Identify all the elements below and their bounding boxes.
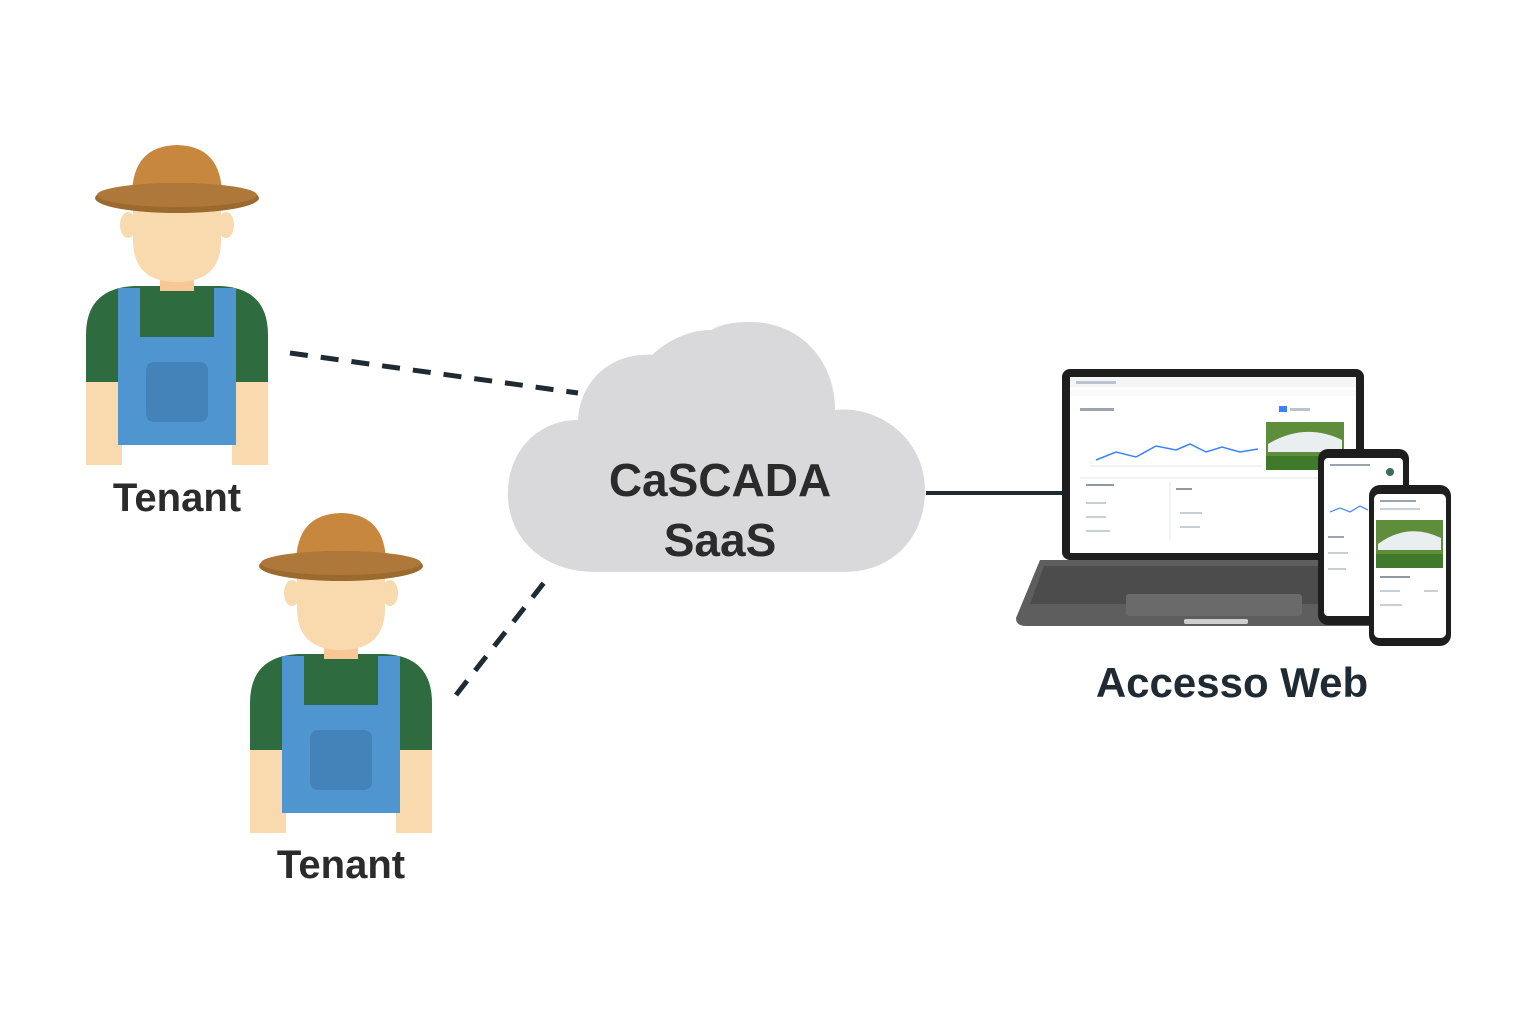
tenant-1-label: Tenant — [113, 476, 241, 520]
tenant-1-farmer-icon — [86, 145, 268, 465]
tenant-2-farmer-icon — [250, 513, 432, 833]
web-access-label: Accesso Web — [1096, 659, 1368, 706]
tenant-2-label: Tenant — [277, 843, 405, 887]
cloud-title-line2: SaaS — [664, 514, 777, 566]
cloud-icon — [507, 322, 925, 572]
tenant-2-connector — [454, 573, 552, 697]
phone-icon-small — [1369, 485, 1451, 646]
tenant-1-connector — [289, 350, 579, 396]
laptop-icon — [1016, 369, 1410, 626]
cloud-title-line1: CaSCADA — [609, 454, 831, 506]
